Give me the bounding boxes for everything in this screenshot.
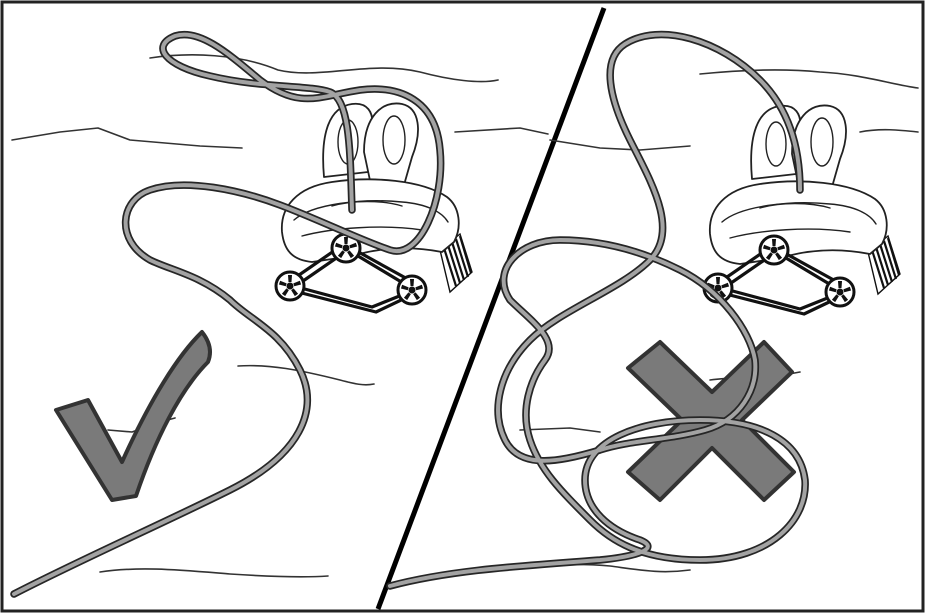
water-lines: [11, 54, 549, 578]
check-mark-icon: [54, 330, 212, 502]
panel-correct: [10, 30, 549, 598]
cable-tangled: [386, 30, 809, 590]
panel-incorrect: [386, 30, 919, 590]
panel-divider: [375, 7, 607, 610]
cable-untangled: [10, 30, 445, 598]
